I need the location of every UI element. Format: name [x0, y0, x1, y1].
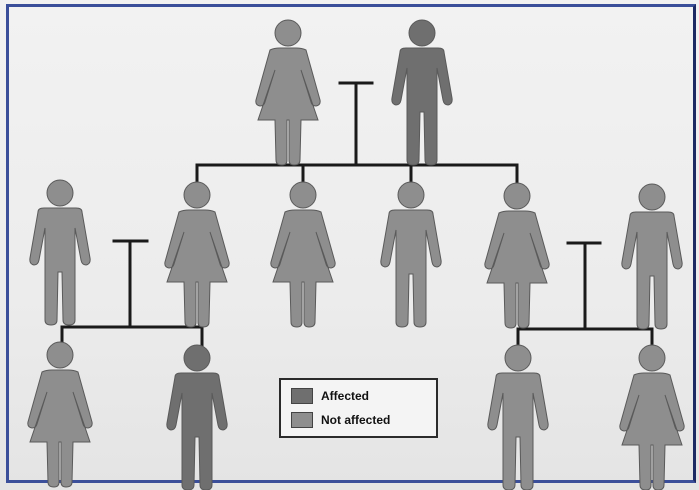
affected-label: Affected — [321, 389, 369, 403]
generation-2-member-6-male — [622, 184, 682, 329]
generation-1-member-2-male — [392, 20, 452, 165]
generation-2-member-1-male — [30, 180, 90, 325]
generation-3-member-3-male — [488, 345, 548, 490]
generation-2-member-2-female — [165, 182, 229, 327]
generation-3-member-2-male — [167, 345, 227, 490]
generation-1-member-1-female — [256, 20, 320, 165]
generation-3-member-4-female — [620, 345, 684, 490]
generation-3-member-1-female — [28, 342, 92, 487]
affected-swatch — [291, 388, 313, 404]
generation-2-member-3-female — [271, 182, 335, 327]
legend-item-affected: Affected — [291, 388, 369, 404]
not-affected-label: Not affected — [321, 413, 390, 427]
generation-2-member-5-female — [485, 183, 549, 328]
legend-item-not-affected: Not affected — [291, 412, 390, 428]
not-affected-swatch — [291, 412, 313, 428]
generation-2-member-4-male — [381, 182, 441, 327]
connector-lines — [62, 83, 652, 347]
legend: Affected Not affected — [279, 378, 438, 438]
